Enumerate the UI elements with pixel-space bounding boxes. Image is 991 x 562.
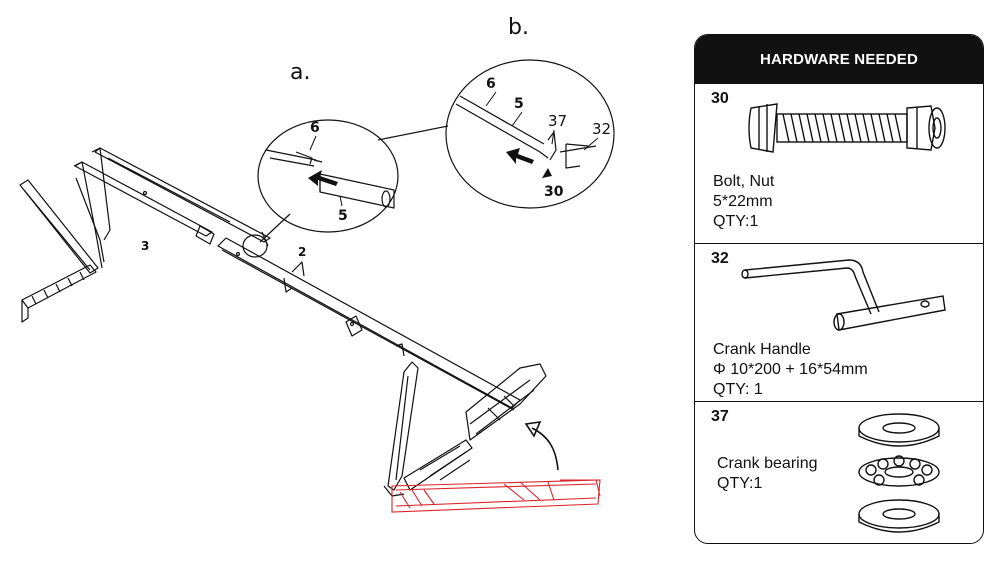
hardware-item-32: 32 Crank Handle Φ 10*200 + 16*54mm QTY: …: [695, 243, 983, 401]
bolt-nut-icon: [748, 103, 946, 153]
base-frame: [19, 147, 111, 323]
hardware-item-qty: QTY:1: [717, 475, 763, 492]
tube-part-2: [217, 237, 521, 411]
callout-37-b: 37: [548, 112, 567, 130]
arrow-icon-30: [542, 168, 552, 178]
hardware-item-number: 32: [711, 250, 729, 267]
hardware-item-number: 37: [711, 408, 729, 425]
hardware-item-size: 5*22mm: [713, 193, 773, 210]
hardware-item-size: Φ 10*200 + 16*54mm: [713, 361, 868, 378]
lower-support: [383, 361, 419, 497]
hardware-item-qty: QTY: 1: [713, 381, 763, 398]
callout-32-b: 32: [592, 120, 611, 138]
hardware-item-qty: QTY:1: [713, 213, 759, 230]
hardware-header: HARDWARE NEEDED: [695, 35, 983, 83]
callout-5-a: 5: [338, 208, 348, 224]
hardware-item-text: Bolt, Nut 5*22mm QTY:1: [713, 172, 774, 232]
hardware-item-name: Crank Handle: [713, 341, 811, 358]
arrow-icon-b: [506, 148, 534, 164]
arrow-icon-a: [308, 170, 338, 186]
callout-6-b: 6: [486, 76, 496, 92]
grip-seat: [403, 363, 547, 491]
hardware-item-text: Crank bearing QTY:1: [717, 454, 818, 494]
callout-2: 2: [298, 245, 306, 259]
step-b-label: b.: [508, 15, 529, 40]
hardware-item-number: 30: [711, 90, 729, 107]
hardware-panel: HARDWARE NEEDED 30 Bolt, Nut 5*22mm QTY:…: [694, 34, 984, 544]
hardware-item-30: 30 Bolt, Nut 5*22mm QTY:1: [695, 83, 983, 243]
tube-part-3: [74, 147, 271, 245]
assembly-diagram: a. b.: [19, 15, 615, 513]
step-a-label: a.: [290, 60, 311, 85]
folded-position-highlight: [391, 479, 601, 513]
hardware-item-37: 37 Crank bearing QTY:1: [695, 401, 983, 542]
hardware-item-name: Bolt, Nut: [713, 173, 775, 190]
rotate-arrow-head-icon: [524, 421, 542, 438]
callout-5-b: 5: [514, 96, 524, 112]
hardware-item-text: Crank Handle Φ 10*200 + 16*54mm QTY: 1: [713, 340, 868, 400]
crank-handle-icon: [741, 259, 946, 331]
frame-drawing: 6 5 6 5 30 3 2 37 32: [19, 59, 615, 513]
crank-bearing-icon: [858, 413, 940, 533]
callout-30-b: 30: [544, 184, 564, 200]
callout-6-a: 6: [310, 120, 320, 136]
callout-3: 3: [141, 239, 149, 253]
detail-circle-b: [377, 59, 615, 209]
rotate-arrow-icon: [531, 427, 559, 471]
hardware-item-name: Crank bearing: [717, 455, 818, 472]
detail-circle-a: [242, 119, 399, 258]
